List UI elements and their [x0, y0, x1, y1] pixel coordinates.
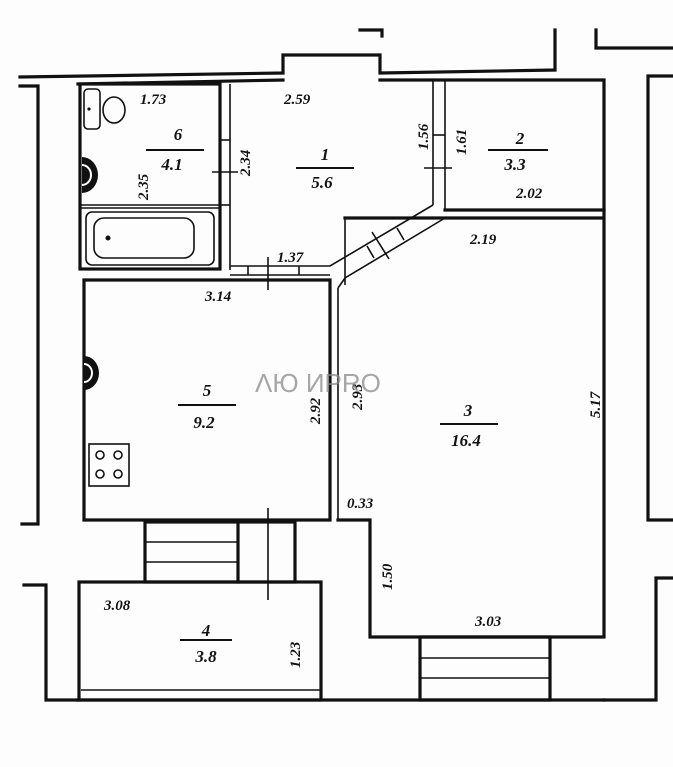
room-label-4: 4 3.8 [180, 621, 232, 666]
window [418, 635, 552, 702]
room-6-bathroom [78, 82, 222, 271]
svg-text:5: 5 [203, 381, 212, 400]
dimension-labels: 1.73 2.35 2.34 2.59 1.56 1.61 2.02 2.19 … [103, 92, 604, 668]
svg-text:5.6: 5.6 [311, 173, 333, 192]
svg-text:4: 4 [201, 621, 211, 640]
toilet-icon [83, 88, 126, 130]
svg-text:1.61: 1.61 [454, 129, 470, 155]
svg-text:2.34: 2.34 [238, 149, 254, 177]
stove-icon [88, 443, 130, 487]
svg-text:3.14: 3.14 [204, 289, 232, 305]
kitchen-sink-icon [83, 356, 99, 390]
svg-text:6: 6 [174, 125, 183, 144]
svg-text:2.92: 2.92 [308, 397, 324, 425]
room-label-2: 2 3.3 [488, 129, 548, 174]
svg-text:2.93: 2.93 [350, 383, 366, 411]
svg-text:0.33: 0.33 [347, 496, 374, 512]
interior-walls [82, 80, 606, 639]
svg-text:2.35: 2.35 [136, 173, 152, 201]
svg-text:2.02: 2.02 [515, 186, 543, 202]
svg-text:3: 3 [463, 401, 473, 420]
room-label-3: 3 16.4 [440, 401, 498, 450]
svg-text:2.59: 2.59 [283, 92, 311, 108]
svg-text:4.1: 4.1 [160, 155, 182, 174]
svg-text:1.37: 1.37 [277, 250, 304, 266]
watermark: ΛЮ ИPRO [255, 368, 381, 398]
bathtub-icon [85, 211, 215, 266]
svg-text:5.17: 5.17 [588, 391, 604, 418]
svg-text:3.8: 3.8 [194, 647, 217, 666]
sink-icon [81, 157, 98, 193]
svg-text:1.50: 1.50 [380, 563, 396, 590]
svg-text:1: 1 [321, 145, 330, 164]
balcony [77, 508, 323, 702]
svg-text:3.08: 3.08 [103, 598, 131, 614]
svg-text:9.2: 9.2 [193, 413, 215, 432]
svg-text:2: 2 [515, 129, 525, 148]
svg-text:1.73: 1.73 [140, 92, 167, 108]
svg-text:1.56: 1.56 [416, 123, 432, 150]
svg-text:16.4: 16.4 [451, 431, 481, 450]
svg-text:3.3: 3.3 [503, 155, 526, 174]
room-label-1: 1 5.6 [296, 145, 354, 192]
svg-text:2.19: 2.19 [469, 232, 497, 248]
room-label-5: 5 9.2 [178, 381, 236, 432]
svg-text:3.03: 3.03 [474, 614, 502, 630]
room-label-6: 6 4.1 [146, 125, 204, 174]
svg-text:1.23: 1.23 [288, 641, 304, 668]
